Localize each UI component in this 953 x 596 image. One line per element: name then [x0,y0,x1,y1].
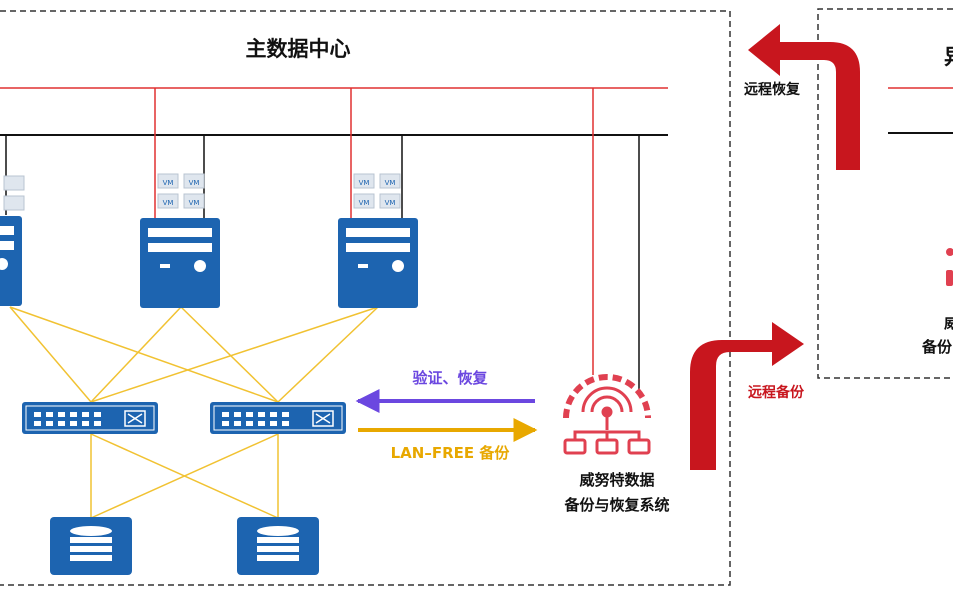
main-dc-title: 主数据中心 [246,37,351,61]
remote-restore-label: 远程恢复 [744,81,801,98]
system-name-line1: 威努特数据 [579,471,654,489]
server-1-partial [0,216,22,306]
lan-free-label: LAN–FREE 备份 [391,444,511,462]
vm-label: VM [359,199,370,207]
vm-label: VM [385,199,396,207]
remote-dc-border [817,8,953,379]
fc-switch-1 [21,401,159,435]
fc-switch-2 [209,401,347,435]
vm-label: VM [163,179,174,187]
remote-system-name-line1-partial: 威 [944,314,953,332]
remote-backup-arrow [690,322,804,470]
server-2 [140,218,220,308]
verify-restore-label: 验证、恢复 [412,369,488,387]
remote-backup-label: 远程备份 [748,384,805,401]
vm-label: VM [189,179,200,187]
vm-tiles-3: VM VM VM VM [353,173,401,209]
remote-restore-arrow [748,24,860,170]
remote-dc-title-partial: 异 [944,45,953,69]
vm-label: VM [163,199,174,207]
backup-system-icon [563,374,651,455]
vm-label: VM [359,179,370,187]
vm-label: VM [189,199,200,207]
vm-label: VM [385,179,396,187]
server-3 [338,218,418,308]
vm-tiles-1-partial [0,175,25,211]
remote-system-name-line2-partial: 备份 [921,338,953,356]
remote-system-icon-partial [946,248,953,286]
vm-tiles-2: VM VM VM VM [157,173,205,209]
storage-array-1 [50,517,132,575]
fc-fabric-lines [9,306,379,519]
system-name-line2: 备份与恢复系统 [563,496,669,514]
storage-array-2 [237,517,319,575]
main-dc-border [0,10,731,586]
